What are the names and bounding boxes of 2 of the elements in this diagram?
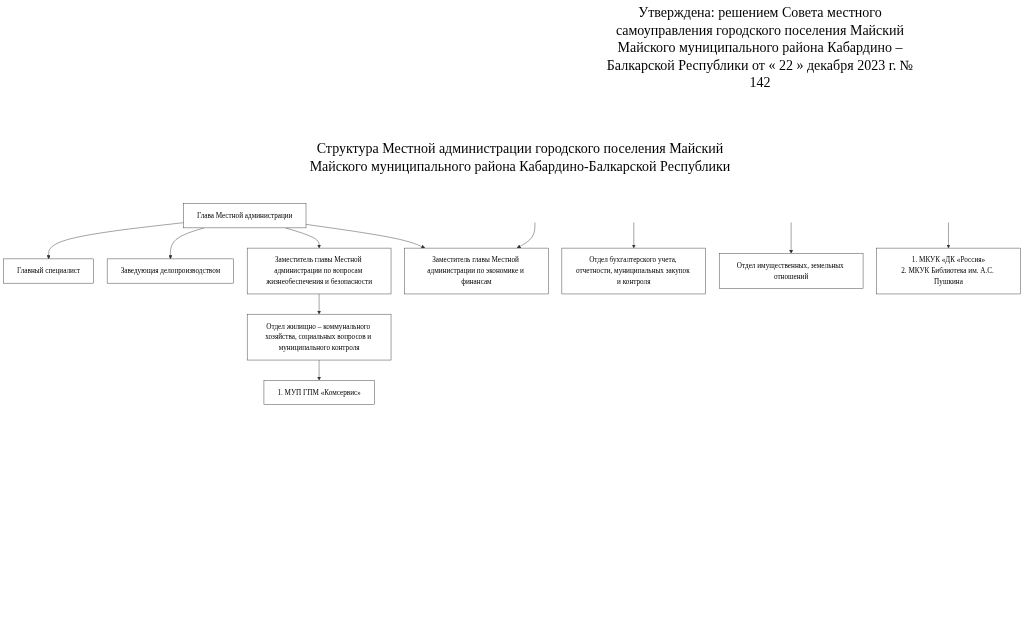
diagram-title: Структура Местной администрации городского поселения Майский Майского муниципального района Кабардино-Балкарской Республики (308, 140, 732, 175)
approval-note: Утверждена: решением Совета местного самоуправления городского поселения Майский Майского муниципального района Кабардино – Балкарской Республики от « 22 » декабря 2023 г. № 142 (605, 4, 915, 92)
